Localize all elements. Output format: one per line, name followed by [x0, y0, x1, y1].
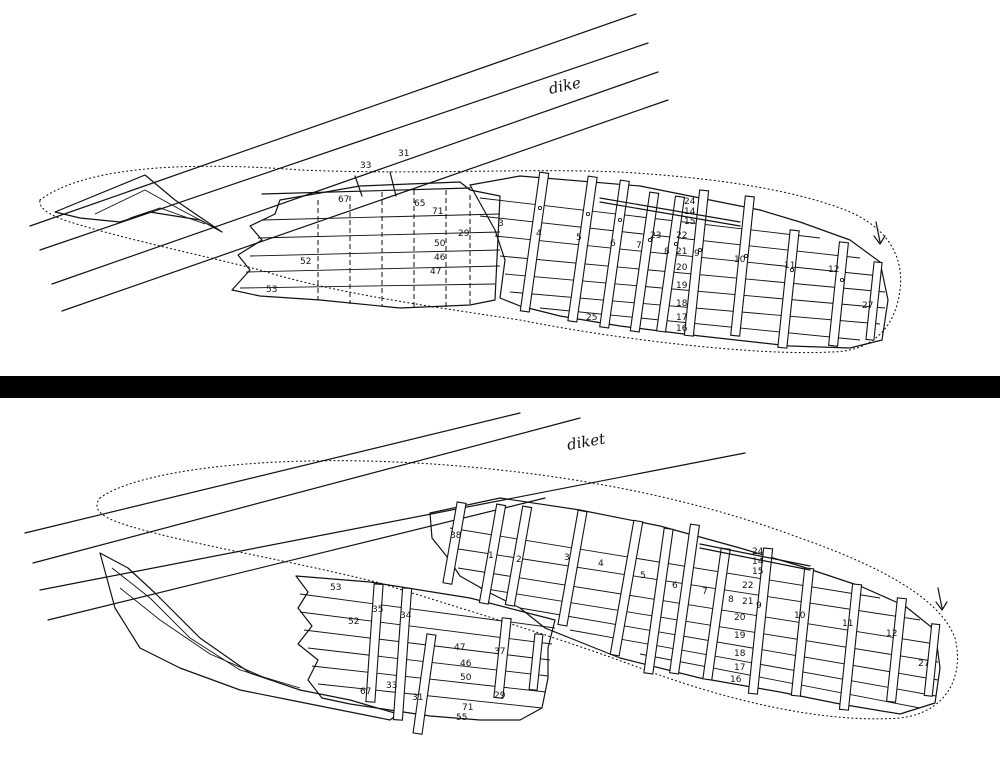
bottom-label: 16: [730, 675, 742, 685]
top-label: 12: [828, 265, 839, 275]
top-label: 7: [636, 241, 642, 251]
bottom-label: 20: [734, 613, 746, 623]
bottom-label: 21: [742, 597, 753, 607]
bottom-label: 2: [516, 555, 522, 565]
top-label: 20: [676, 263, 688, 273]
top-label: 15: [684, 217, 695, 227]
top-label: 14: [684, 207, 696, 217]
top-label: 3: [498, 219, 504, 229]
top-label: 24: [684, 197, 696, 207]
bottom-label: 1: [488, 551, 494, 561]
top-dike-lines: [29, 13, 669, 312]
top-label: 11: [784, 261, 795, 271]
top-label: 65: [414, 199, 425, 209]
bottom-label: 37: [494, 647, 505, 657]
bottom-label: 67: [360, 687, 371, 697]
top-label: 29: [458, 229, 470, 239]
top-label: 22: [676, 231, 687, 241]
bottom-dotted-outline: [96, 460, 959, 720]
bottom-label: 71: [462, 703, 473, 713]
top-labels: 33 31 67 65 71 29 50 46 47 52 53 24 14 1…: [266, 149, 873, 334]
top-label: 16: [676, 324, 688, 334]
top-label: 33: [360, 161, 371, 171]
bottom-drawing: diket: [0, 398, 1000, 761]
top-label: 4: [536, 229, 542, 239]
bottom-label: 19: [734, 631, 746, 641]
bottom-label: 34: [400, 611, 412, 621]
top-left-section: [231, 171, 501, 309]
bottom-label: 22: [742, 581, 753, 591]
bottom-label: 24: [752, 547, 764, 557]
top-dike-label: dike: [547, 74, 583, 98]
top-label: 31: [398, 149, 409, 159]
top-label: 19: [676, 281, 688, 291]
bottom-label: 14: [752, 557, 764, 567]
top-label: 9: [694, 249, 700, 259]
top-label: 10: [734, 255, 746, 265]
bottom-label: 10: [794, 611, 806, 621]
bottom-label: 29: [494, 691, 506, 701]
top-label: 23: [650, 231, 661, 241]
top-label: 52: [300, 257, 311, 267]
bottom-label: 17: [734, 663, 745, 673]
bottom-label: 6: [672, 581, 678, 591]
top-label: 47: [430, 267, 441, 277]
bottom-label: 8: [728, 595, 734, 605]
bottom-label: 9: [756, 601, 762, 611]
bottom-label: 5: [640, 571, 646, 581]
bottom-label: 50: [460, 673, 472, 683]
bottom-label: 46: [460, 659, 472, 669]
bottom-label: 15: [752, 567, 763, 577]
top-label: 8: [664, 247, 670, 257]
top-label: 5: [576, 233, 582, 243]
bottom-bow-fragment: [99, 552, 399, 721]
top-label: 71: [432, 207, 443, 217]
bottom-left-section: [295, 575, 556, 735]
top-bow-fragment: [54, 174, 223, 233]
bottom-labels: 38 1 2 3 4 5 6 7 8 9 10 11 12 24 14 15 2…: [330, 531, 929, 723]
separator-bar: [0, 376, 1000, 398]
bottom-label: 52: [348, 617, 359, 627]
bottom-dike-lines: [24, 412, 746, 621]
top-label: 6: [610, 239, 616, 249]
bottom-label: 18: [734, 649, 746, 659]
bottom-label: 27: [918, 659, 929, 669]
top-drawing-svg: dike: [29, 13, 902, 354]
panel-separator: [0, 376, 1000, 398]
bottom-right-section: [429, 497, 948, 715]
top-drawing: dike: [0, 0, 1000, 376]
top-right-section: [469, 171, 889, 349]
top-label: 27: [862, 301, 873, 311]
top-label: 53: [266, 285, 277, 295]
bottom-label: 33: [386, 681, 397, 691]
top-dotted-outline: [39, 165, 902, 354]
bottom-label: 53: [330, 583, 341, 593]
bottom-label: 31: [412, 693, 423, 703]
bottom-drawing-svg: diket: [24, 412, 959, 735]
top-label: 46: [434, 253, 446, 263]
bottom-label: 38: [450, 531, 462, 541]
top-label: 21: [676, 247, 687, 257]
top-label: 17: [676, 313, 687, 323]
bottom-label: 35: [372, 605, 383, 615]
top-label: 18: [676, 299, 688, 309]
bottom-label: 4: [598, 559, 604, 569]
top-label: 25: [586, 313, 597, 323]
bottom-label: 12: [886, 629, 897, 639]
bottom-label: 3: [564, 553, 570, 563]
top-label: 67: [338, 195, 349, 205]
top-label: 50: [434, 239, 446, 249]
bottom-label: 11: [842, 619, 853, 629]
bottom-label: 47: [454, 643, 465, 653]
bottom-dike-label: diket: [566, 429, 608, 454]
bottom-label: 7: [702, 587, 708, 597]
bottom-label: 55: [456, 713, 467, 723]
